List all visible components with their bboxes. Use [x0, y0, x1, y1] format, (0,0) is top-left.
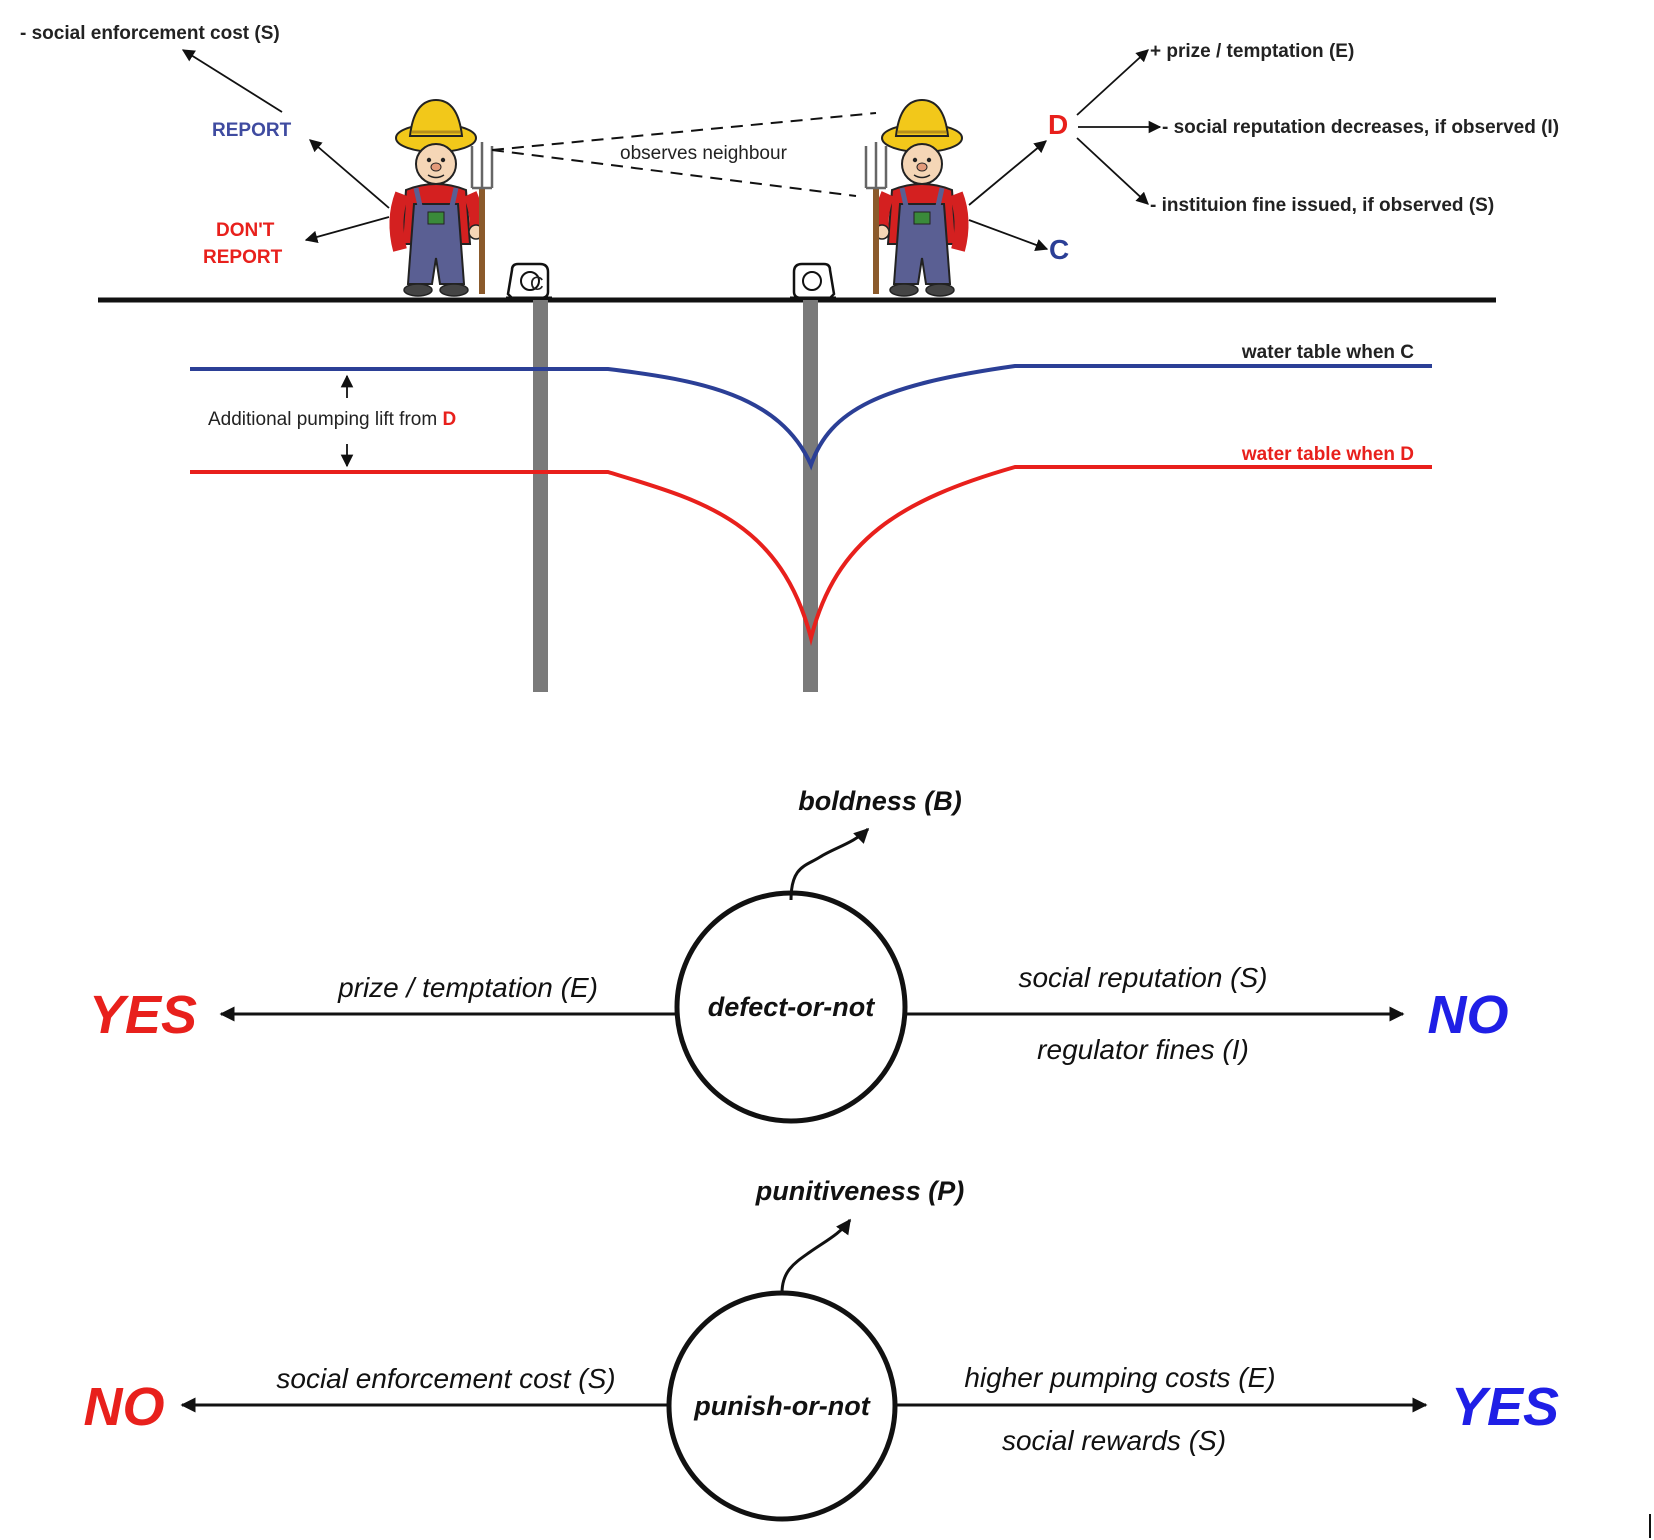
right-farmer-icon [866, 100, 962, 296]
water-table-d-label: water table when D [1241, 444, 1414, 465]
punish-right-reason-label-1: higher pumping costs (E) [964, 1362, 1275, 1393]
d-choice-arrow [968, 140, 1047, 206]
defect-right-reason-label-1: social reputation (S) [1018, 962, 1267, 993]
institution-fine-label: - instituion fine issued, if observed (S… [1150, 195, 1494, 216]
dont-report-arrow [304, 216, 390, 244]
punish-yes-outcome: YES [1451, 1377, 1559, 1437]
c-choice-arrow [968, 219, 1049, 251]
left-farmer-icon [396, 100, 492, 296]
report-label: REPORT [212, 120, 292, 141]
left-pump-letter: C [530, 274, 544, 295]
water-table-d-curve [190, 465, 1432, 646]
fine-arrow [1076, 137, 1149, 205]
boldness-label: boldness (B) [798, 786, 962, 816]
right-pump-icon [788, 262, 838, 300]
defect-or-not-label: defect-or-not [708, 992, 875, 1022]
defect-no-outcome: NO [1428, 985, 1509, 1045]
enforcement-cost-arrow [181, 49, 283, 113]
corner-mark [1649, 1514, 1651, 1538]
punitiveness-arrow [780, 1218, 852, 1294]
water-table-c-curve [190, 364, 1432, 471]
dont-report-label-line1: DON'T [216, 220, 275, 241]
prize-arrow [1076, 49, 1149, 116]
punish-left-reason-label: social enforcement cost (S) [276, 1363, 615, 1394]
report-arrow [309, 139, 390, 209]
punish-no-outcome: NO [84, 1377, 165, 1437]
observes-neighbour-label: observes neighbour [620, 143, 788, 164]
c-choice-label: C [1049, 234, 1069, 265]
punish-right-reason-label-2: social rewards (S) [1002, 1425, 1226, 1456]
social-enforcement-cost-label: - social enforcement cost (S) [20, 23, 280, 44]
punitiveness-label: punitiveness (P) [755, 1176, 965, 1206]
defect-left-reason-label: prize / temptation (E) [337, 972, 598, 1003]
dont-report-label-line2: REPORT [203, 247, 283, 268]
d-choice-label: D [1048, 109, 1068, 140]
prize-temptation-top-label: + prize / temptation (E) [1150, 41, 1354, 62]
punish-or-not-label: punish-or-not [693, 1391, 870, 1421]
water-table-c-label: water table when C [1241, 342, 1414, 363]
left-well-pipe [533, 300, 548, 692]
additional-lift-label: Additional pumping lift from D [208, 409, 456, 430]
social-reputation-decreases-label: - social reputation decreases, if observ… [1162, 117, 1559, 138]
defect-yes-outcome: YES [89, 985, 197, 1045]
right-well-pipe [803, 300, 818, 692]
observes-line-1 [491, 112, 877, 151]
boldness-arrow [789, 827, 870, 901]
defect-right-reason-label-2: regulator fines (I) [1037, 1034, 1249, 1065]
observes-line-2 [491, 149, 857, 197]
left-pump-icon [504, 262, 554, 300]
